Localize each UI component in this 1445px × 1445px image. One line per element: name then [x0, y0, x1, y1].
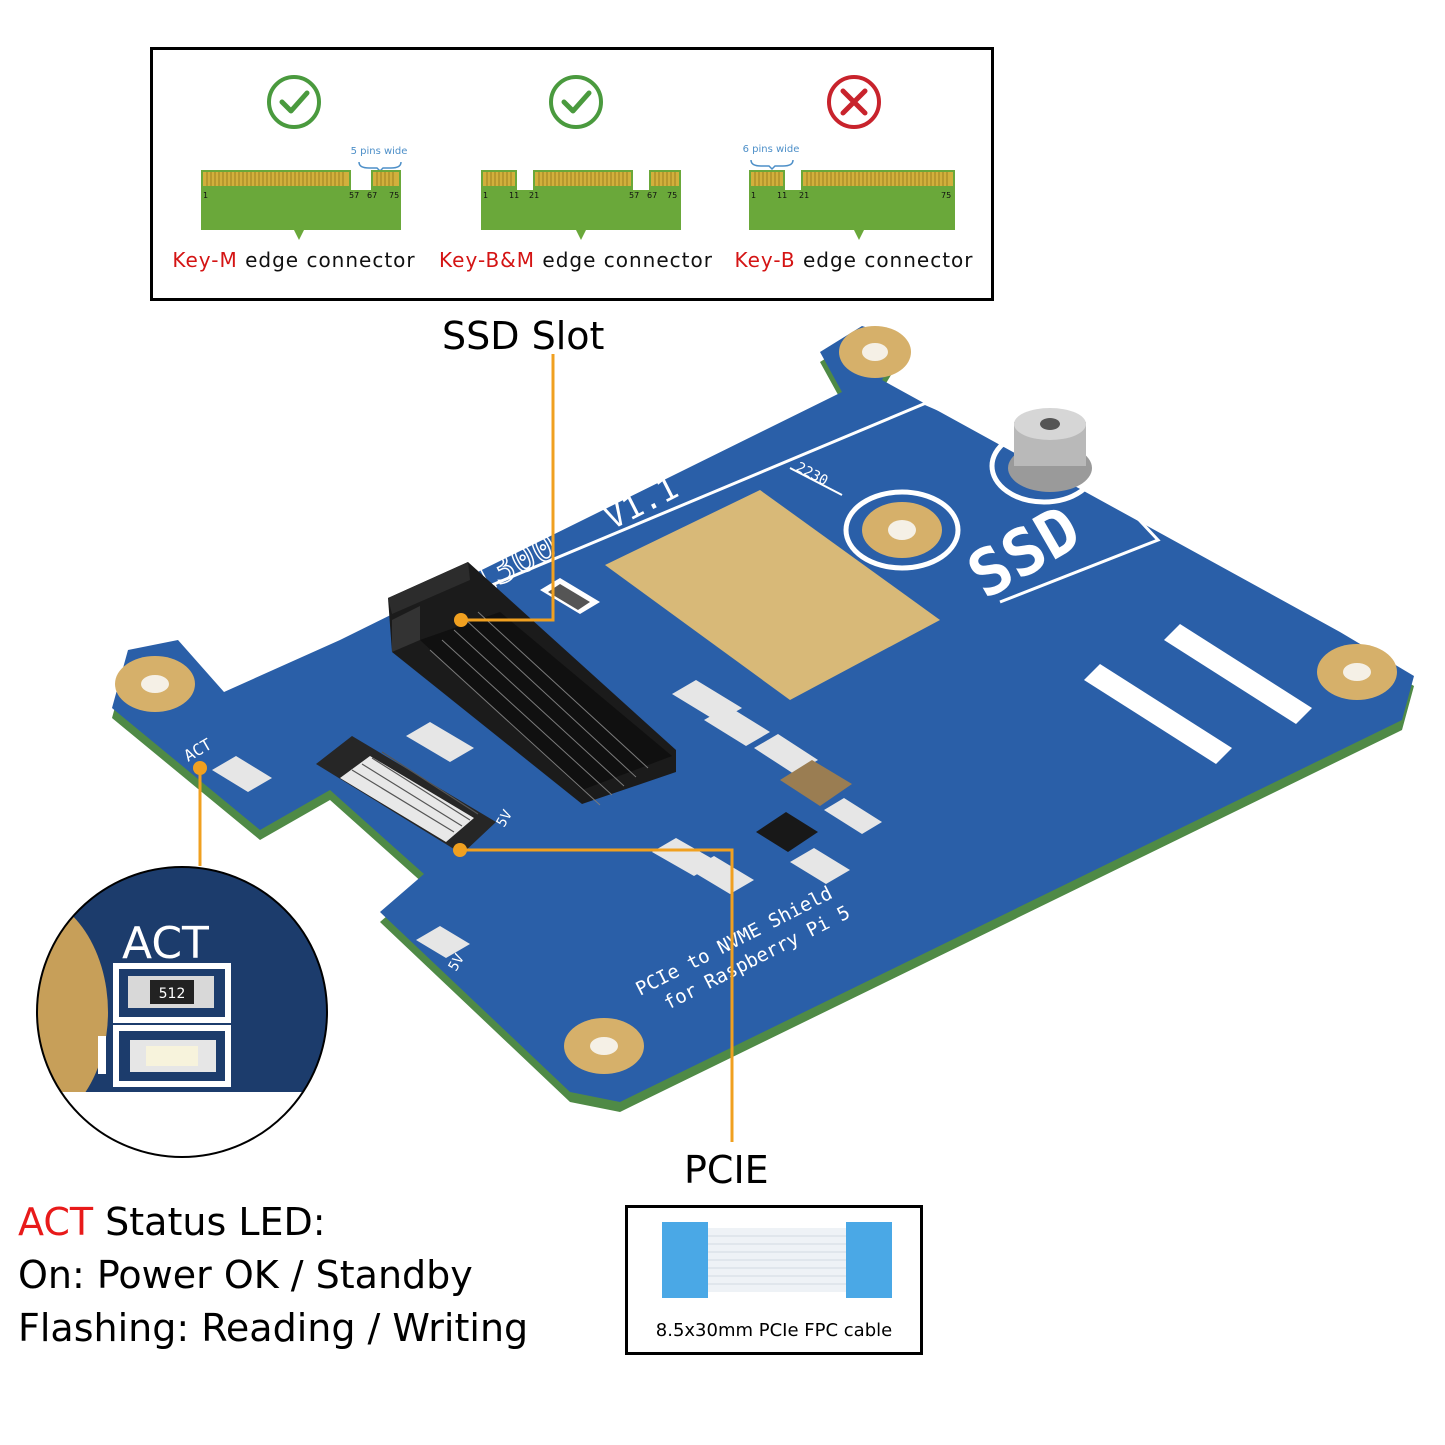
act-legend-title: ACT Status LED: — [18, 1200, 326, 1244]
cross-icon — [827, 75, 881, 129]
key-bm-connector-drawing: 1 11 21 57 67 75 — [481, 170, 681, 240]
key-m-label: Key-M edge connector — [172, 248, 416, 272]
act-zoom-label: ACT — [122, 918, 209, 969]
pcie-label: PCIE — [684, 1148, 769, 1192]
act-zoom-border — [36, 866, 328, 1158]
key-b-column: 6 pins wide 1 11 21 75 Key-B edge connec… — [717, 50, 991, 298]
ssd-slot-callout-dot — [454, 613, 468, 627]
key-bm-label: Key-B&M edge connector — [439, 248, 713, 272]
pin-width-note: 6 pins wide — [743, 144, 800, 155]
check-icon — [267, 75, 321, 129]
act-legend-flashing: Flashing: Reading / Writing — [18, 1306, 529, 1350]
key-bm-column: 1 11 21 57 67 75 Key-B&M edge connector — [435, 50, 717, 298]
pin-label: 11 — [777, 191, 787, 200]
key-m-connector-drawing: 5 pins wide 1 57 67 75 — [201, 146, 408, 240]
resistor-code: 512 — [159, 986, 186, 1002]
5v-silkscreen-lower: 5V — [446, 951, 469, 974]
pin-label: 11 — [509, 191, 519, 200]
ssd-slot-callout-line — [461, 354, 555, 622]
ffc-connector — [316, 736, 496, 854]
pin-label: 57 — [349, 191, 359, 200]
mounting-holes — [115, 326, 1397, 1074]
smd-components — [212, 578, 882, 958]
act-zoom-inset: ACT 512 — [37, 867, 327, 1157]
key-compatibility-panel: 5 pins wide 1 57 67 75 Key-M edge connec… — [150, 47, 994, 301]
key-b-connector-drawing: 6 pins wide 1 11 21 75 — [743, 144, 955, 240]
fpc-cable-image — [662, 1222, 892, 1298]
callout-lines — [198, 354, 734, 1142]
pin-label: 1 — [483, 191, 488, 200]
pin-label: 75 — [667, 191, 677, 200]
pcie-callout-line — [460, 848, 734, 1142]
5v-silkscreen: 5V — [494, 807, 517, 830]
ssd-slot-label: SSD Slot — [442, 314, 605, 358]
pin-label: 67 — [647, 191, 657, 200]
key-m-column: 5 pins wide 1 57 67 75 Key-M edge connec… — [153, 50, 435, 298]
act-status-legend: ACT Status LED: On: Power OK / Standby F… — [18, 1196, 528, 1355]
pin-width-note: 5 pins wide — [351, 146, 408, 157]
pin-label: 1 — [203, 191, 208, 200]
pin-label: 1 — [751, 191, 756, 200]
key-b-label: Key-B edge connector — [734, 248, 974, 272]
act-legend-on: On: Power OK / Standby — [18, 1253, 473, 1297]
pin-label: 21 — [529, 191, 539, 200]
check-icon — [549, 75, 603, 129]
fpc-cable-box: 8.5x30mm PCIe FPC cable — [625, 1205, 923, 1355]
pin-label: 75 — [941, 191, 951, 200]
pin-label: 67 — [367, 191, 377, 200]
act-callout-dot — [193, 761, 207, 775]
pcb-board — [112, 326, 1414, 1102]
pin-label: 57 — [629, 191, 639, 200]
pin-label: 75 — [389, 191, 399, 200]
fpc-cable-caption: 8.5x30mm PCIe FPC cable — [655, 1320, 893, 1341]
pcie-callout-dot — [453, 843, 467, 857]
pin-label: 21 — [799, 191, 809, 200]
